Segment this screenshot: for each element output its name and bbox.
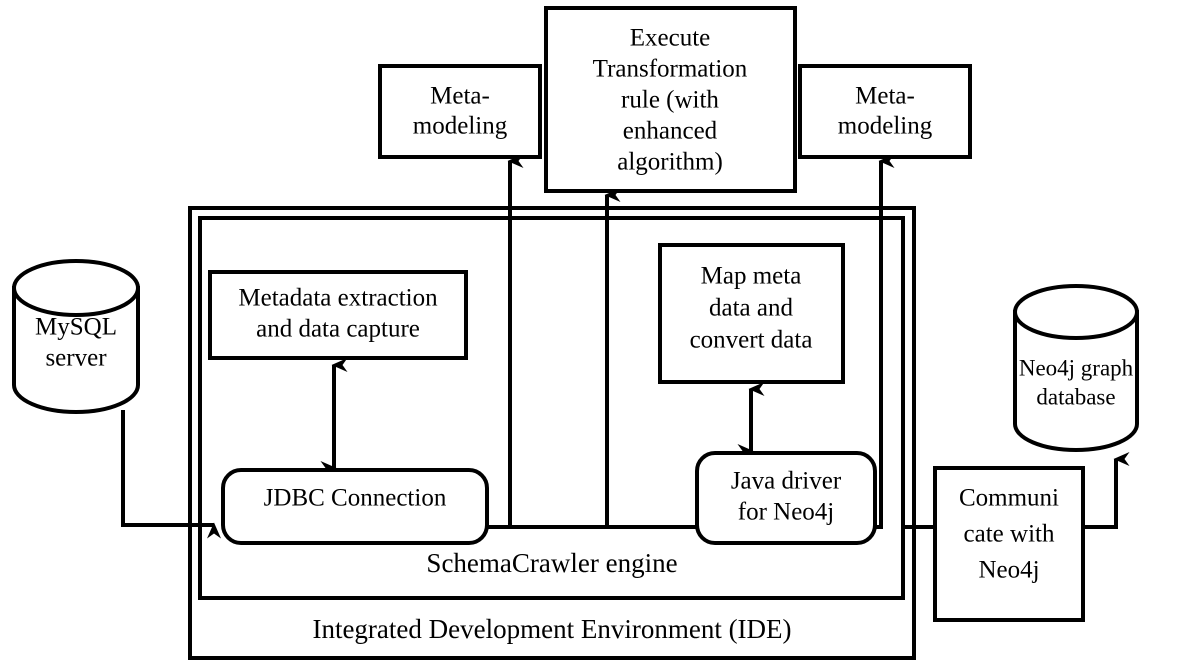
jdbc-connection-label: JDBC Connection bbox=[264, 485, 447, 512]
edge-engine-to-metamodeling-right bbox=[875, 154, 895, 529]
execute-transformation-label-line4: enhanced bbox=[623, 118, 718, 145]
node-metadata-extraction[interactable]: Metadata extraction and data capture bbox=[208, 270, 468, 360]
node-map-meta-data[interactable]: Map meta data and convert data bbox=[658, 243, 845, 384]
schemacrawler-container: SchemaCrawler engine bbox=[198, 216, 905, 600]
meta-modeling-right-box[interactable] bbox=[798, 64, 972, 159]
communicate-with-neo4j-label-line2: cate with bbox=[964, 521, 1055, 548]
communicate-with-neo4j-box[interactable] bbox=[933, 466, 1085, 622]
node-java-driver[interactable]: Java driver for Neo4j bbox=[695, 451, 877, 545]
execute-transformation-label-line3: rule (with bbox=[621, 87, 719, 114]
neo4j-graph-database-cylinder-top bbox=[1013, 284, 1139, 340]
edge-mysql-to-jdbc bbox=[121, 410, 221, 539]
mysql-server-cylinder-body[interactable] bbox=[12, 286, 140, 414]
java-driver-label-line2: for Neo4j bbox=[738, 499, 835, 526]
ide-container: Integrated Development Environment (IDE) bbox=[188, 206, 916, 660]
map-meta-data-label-line3: convert data bbox=[690, 327, 813, 354]
metadata-extraction-box[interactable] bbox=[208, 270, 468, 360]
java-driver-label-line1: Java driver bbox=[731, 468, 842, 495]
meta-modeling-left-label-line1: Meta- bbox=[430, 83, 490, 110]
schemacrawler-container-border bbox=[198, 216, 905, 600]
metadata-extraction-label-line1: Metadata extraction bbox=[238, 285, 438, 312]
node-meta-modeling-right[interactable]: Meta- modeling bbox=[798, 64, 972, 159]
node-communicate-with-neo4j[interactable]: Communi cate with Neo4j bbox=[933, 466, 1085, 622]
edge-communicate-to-neo4jdb bbox=[1083, 452, 1130, 529]
map-meta-data-label-line1: Map meta bbox=[701, 263, 802, 290]
meta-modeling-right-label-line2: modeling bbox=[838, 113, 933, 140]
execute-transformation-label-line1: Execute bbox=[630, 25, 711, 52]
node-meta-modeling-left[interactable]: Meta- modeling bbox=[378, 64, 542, 159]
execute-transformation-box[interactable] bbox=[544, 6, 797, 193]
ide-container-label: Integrated Development Environment (IDE) bbox=[312, 614, 791, 644]
mysql-server-label-line2: server bbox=[45, 345, 107, 372]
execute-transformation-label-line5: algorithm) bbox=[617, 149, 723, 176]
schemacrawler-container-label: SchemaCrawler engine bbox=[426, 548, 677, 578]
communicate-with-neo4j-label-line3: Neo4j bbox=[978, 557, 1039, 584]
map-meta-data-box[interactable] bbox=[658, 243, 845, 384]
java-driver-box[interactable] bbox=[695, 451, 877, 545]
node-execute-transformation[interactable]: Execute Transformation rule (with enhanc… bbox=[544, 6, 797, 193]
node-mysql-server[interactable]: MySQL server bbox=[12, 259, 140, 414]
meta-modeling-right-label-line1: Meta- bbox=[855, 83, 915, 110]
jdbc-connection-box[interactable] bbox=[221, 468, 489, 545]
neo4j-graph-database-label-line2: database bbox=[1036, 384, 1115, 409]
ide-container-border bbox=[188, 206, 916, 660]
node-neo4j-graph-database[interactable]: Neo4j graph database bbox=[1013, 284, 1139, 452]
node-jdbc-connection[interactable]: JDBC Connection bbox=[221, 468, 489, 545]
meta-modeling-left-label-line2: modeling bbox=[413, 113, 508, 140]
meta-modeling-left-box[interactable] bbox=[378, 64, 542, 159]
neo4j-graph-database-cylinder-body[interactable] bbox=[1013, 310, 1139, 452]
execute-transformation-label-line2: Transformation bbox=[593, 56, 748, 83]
map-meta-data-label-line2: data and bbox=[709, 295, 793, 322]
neo4j-graph-database-label-line1: Neo4j graph bbox=[1019, 355, 1134, 380]
mysql-server-cylinder-top bbox=[12, 259, 140, 317]
communicate-with-neo4j-label-line1: Communi bbox=[959, 485, 1059, 512]
metadata-extraction-label-line2: and data capture bbox=[256, 316, 420, 343]
mysql-server-label-line1: MySQL bbox=[35, 314, 117, 341]
